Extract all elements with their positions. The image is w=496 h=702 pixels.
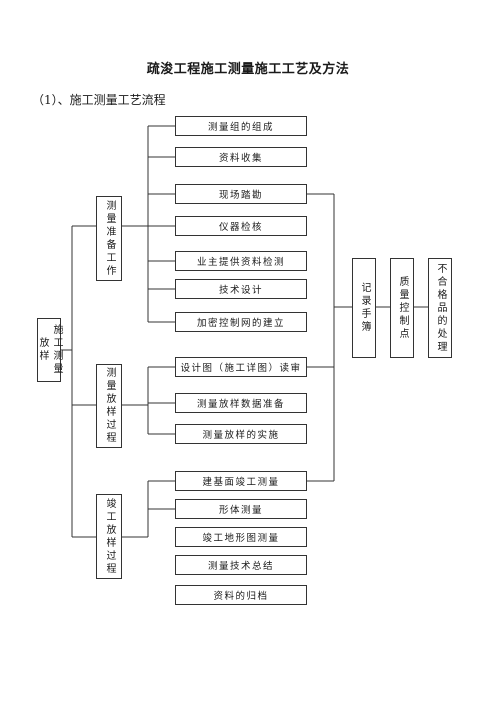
group-box-preparation: 测量准备工作 — [96, 196, 122, 281]
output-label: 质量控制点 — [397, 275, 408, 341]
step-box: 加密控制网的建立 — [175, 312, 307, 332]
group-box-staking: 测量放样过程 — [96, 364, 122, 448]
step-box: 业主提供资料检测 — [175, 251, 307, 271]
document-title: 疏浚工程施工测量施工工艺及方法 — [146, 62, 350, 77]
group-box-completion: 竣工放样过程 — [96, 494, 122, 579]
group-label: 测量放样过程 — [104, 367, 115, 445]
step-box: 竣工地形图测量 — [175, 527, 307, 547]
section-subtitle: （1）、施工测量工艺流程 — [32, 93, 166, 107]
step-box: 设计图（施工详图）读审 — [175, 357, 307, 377]
step-box: 技术设计 — [175, 279, 307, 299]
output-label: 不合格品的处理 — [435, 262, 446, 354]
output-label: 记录手簿 — [359, 282, 370, 334]
group-label: 竣工放样过程 — [104, 497, 115, 576]
step-box: 资料的归档 — [175, 585, 307, 605]
group-label: 测量准备工作 — [104, 199, 115, 278]
step-box: 测量放样数据准备 — [175, 393, 307, 413]
step-box: 测量组的组成 — [175, 116, 307, 136]
root-box: 施工测量放样 — [37, 318, 62, 382]
output-box-nonconforming: 不合格品的处理 — [428, 258, 452, 358]
step-box: 形体测量 — [175, 499, 307, 519]
root-label: 施工测量放样 — [37, 324, 62, 376]
step-box: 测量放样的实施 — [175, 424, 307, 444]
step-box: 建基面竣工测量 — [175, 471, 307, 491]
step-box: 资料收集 — [175, 147, 307, 167]
step-box: 现场踏勘 — [175, 184, 307, 204]
step-box: 仪器检核 — [175, 216, 307, 236]
output-box-records: 记录手簿 — [352, 258, 376, 358]
step-box: 测量技术总结 — [175, 555, 307, 575]
output-box-quality: 质量控制点 — [390, 258, 414, 358]
